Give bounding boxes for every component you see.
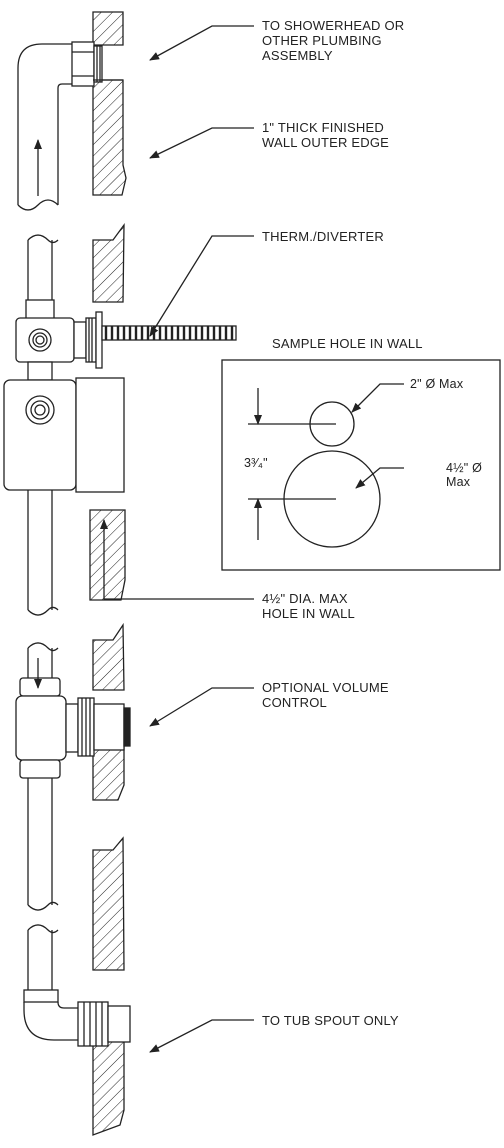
thermostatic-diverter-valve <box>3 234 237 616</box>
finished-wall-label: 1" THICK FINISHED WALL OUTER EDGE <box>262 120 390 150</box>
wall-section-valve <box>89 222 126 601</box>
large-hole-label: 4½" Ø Max <box>446 461 483 489</box>
therm-diverter-label: THERM./DIVERTER <box>262 229 384 244</box>
dia-max-label: 4½" DIA. MAX HOLE IN WALL <box>262 591 355 621</box>
tub-spout-label: TO TUB SPOUT ONLY <box>262 1013 399 1028</box>
sample-hole-panel <box>221 359 501 571</box>
wall-section-top <box>92 11 127 196</box>
small-hole-label: 2" Ø Max <box>410 377 464 391</box>
spacing-label: 3³⁄₄" <box>244 456 268 470</box>
showerhead-label: TO SHOWERHEAD OR OTHER PLUMBING ASSEMBLY <box>262 18 405 63</box>
wall-section-bottom <box>92 836 125 1136</box>
sample-hole-title: SAMPLE HOLE IN WALL <box>272 336 423 351</box>
volume-control-label: OPTIONAL VOLUME CONTROL <box>262 680 389 710</box>
showerhead-elbow <box>17 41 123 211</box>
tub-spout-elbow <box>23 924 131 1047</box>
wall-section-volume <box>92 622 125 801</box>
leader-lines <box>100 25 404 1053</box>
volume-control-valve <box>15 642 131 911</box>
